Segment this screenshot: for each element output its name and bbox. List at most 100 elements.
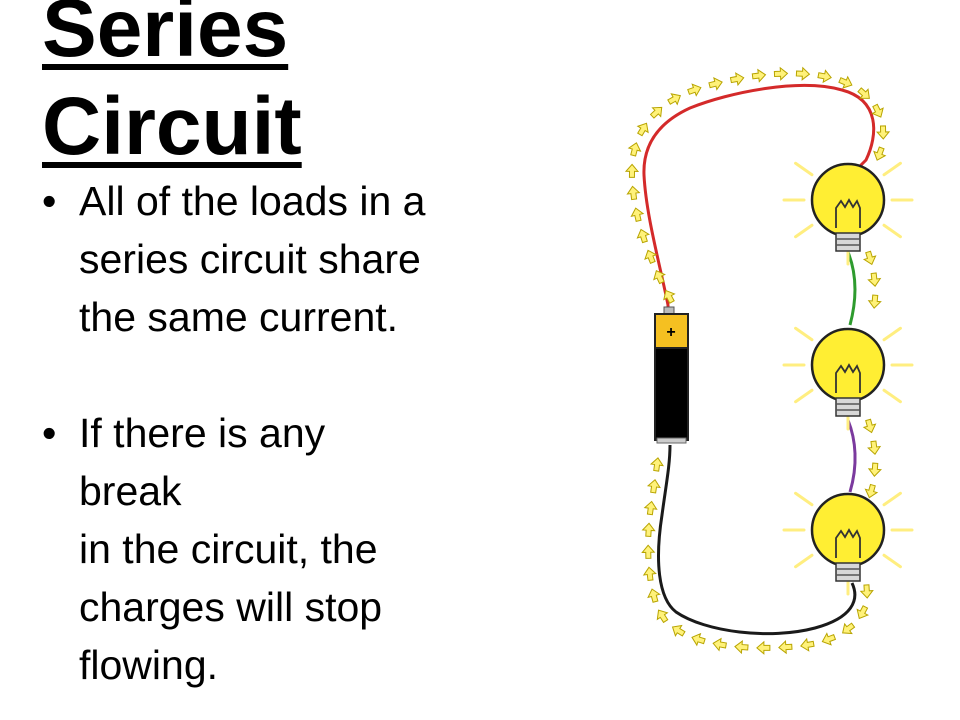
current-arrow-icon bbox=[857, 87, 870, 99]
current-arrow-icon bbox=[647, 588, 661, 603]
current-arrow-icon bbox=[626, 185, 641, 201]
bullet-line: If there is any bbox=[79, 410, 326, 456]
arrow-shape bbox=[857, 87, 870, 99]
wire-top bbox=[642, 84, 876, 315]
current-arrow-icon bbox=[800, 637, 815, 652]
light-ray bbox=[882, 326, 902, 342]
arrow-shape bbox=[649, 106, 663, 119]
arrow-shape bbox=[636, 228, 651, 244]
light-ray bbox=[882, 223, 902, 239]
current-arrow-icon bbox=[653, 270, 666, 285]
current-arrow-icon bbox=[687, 83, 702, 97]
arrow-shape bbox=[862, 418, 877, 434]
current-arrow-icon bbox=[636, 122, 649, 137]
arrow-shape bbox=[871, 103, 884, 118]
title-line-1: Series bbox=[42, 0, 289, 74]
bullet-line: in the circuit, the bbox=[79, 526, 378, 572]
arrow-shape bbox=[862, 250, 877, 266]
arrow-shape bbox=[867, 462, 882, 477]
current-arrow-icon bbox=[636, 228, 651, 244]
arrow-shape bbox=[867, 440, 882, 455]
current-arrow-icon bbox=[734, 640, 749, 655]
wire-between-bulb-2-and-3 bbox=[846, 419, 857, 493]
light-bulbs bbox=[782, 161, 914, 596]
light-ray bbox=[882, 161, 902, 177]
arrow-shape bbox=[876, 125, 891, 140]
bullet-item: • All of the loads in a series circuit s… bbox=[42, 172, 562, 346]
current-arrow-icon bbox=[646, 478, 661, 494]
bullet-list: • All of the loads in a series circuit s… bbox=[42, 172, 562, 694]
bullet-line: flowing. bbox=[79, 642, 219, 688]
light-ray bbox=[794, 388, 814, 404]
bulb-filament bbox=[835, 363, 861, 393]
current-arrow-icon bbox=[656, 609, 669, 624]
circuit-wires bbox=[642, 84, 876, 636]
current-arrow-icon bbox=[838, 75, 853, 89]
current-arrow-icon bbox=[756, 640, 771, 655]
arrow-shape bbox=[800, 637, 815, 652]
light-ray bbox=[794, 326, 814, 342]
current-arrow-icon bbox=[867, 294, 882, 309]
current-arrow-icon bbox=[862, 418, 877, 434]
wire-bottom bbox=[657, 444, 857, 636]
arrow-shape bbox=[859, 584, 874, 599]
current-arrow-icon bbox=[649, 106, 663, 119]
current-arrow-icon bbox=[712, 637, 727, 652]
current-arrow-icon bbox=[641, 522, 656, 537]
current-arrow-icon bbox=[671, 624, 686, 638]
bulb-base bbox=[835, 397, 861, 417]
arrow-shape bbox=[653, 270, 666, 285]
current-arrow-icon bbox=[817, 69, 832, 84]
arrow-shape bbox=[642, 566, 657, 582]
current-arrow-icon bbox=[876, 125, 891, 140]
current-arrow-icon bbox=[642, 566, 657, 582]
arrow-shape bbox=[821, 632, 837, 646]
arrow-shape bbox=[626, 185, 641, 201]
current-arrow-icon bbox=[751, 68, 767, 83]
current-arrow-icon bbox=[864, 483, 879, 499]
arrow-shape bbox=[817, 69, 832, 84]
current-arrow-icon bbox=[871, 103, 884, 118]
arrow-shape bbox=[751, 68, 767, 83]
light-bulb-icon bbox=[782, 491, 914, 596]
bulb-base bbox=[835, 562, 861, 582]
arrow-shape bbox=[627, 142, 642, 157]
series-circuit-diagram: + bbox=[624, 66, 914, 655]
arrow-shape bbox=[778, 640, 793, 655]
current-arrow-icon bbox=[708, 77, 723, 91]
bullet-line: series circuit share bbox=[79, 236, 421, 282]
current-arrow-icon bbox=[842, 622, 856, 635]
arrow-shape bbox=[641, 522, 656, 537]
current-arrow-icon bbox=[667, 93, 682, 106]
arrow-shape bbox=[643, 500, 658, 516]
current-arrow-icon bbox=[867, 462, 882, 477]
current-arrow-icon bbox=[630, 207, 645, 222]
arrow-shape bbox=[624, 163, 640, 178]
current-arrow-icon bbox=[729, 72, 745, 87]
current-arrow-icon bbox=[859, 584, 874, 599]
wire-between-bulb-1-and-2 bbox=[846, 251, 857, 326]
current-arrow-icon bbox=[624, 163, 640, 178]
battery-body bbox=[654, 347, 689, 441]
arrow-shape bbox=[656, 609, 669, 624]
arrow-shape bbox=[630, 207, 645, 222]
bullet-marker: • bbox=[42, 410, 57, 456]
light-ray bbox=[794, 161, 814, 177]
arrow-shape bbox=[687, 83, 702, 97]
light-ray bbox=[882, 388, 902, 404]
current-arrow-icon bbox=[873, 146, 887, 161]
arrow-shape bbox=[663, 289, 676, 304]
arrow-shape bbox=[644, 249, 658, 265]
battery-plus-label: + bbox=[666, 324, 675, 341]
light-ray bbox=[882, 491, 902, 507]
current-arrow-icon bbox=[795, 66, 811, 81]
arrow-shape bbox=[867, 294, 882, 309]
arrow-shape bbox=[842, 622, 856, 635]
current-arrow-icon bbox=[663, 289, 676, 304]
current-arrow-icon bbox=[867, 440, 882, 455]
arrow-shape bbox=[873, 146, 887, 161]
bulb-base bbox=[835, 232, 861, 252]
current-arrow-icon bbox=[862, 250, 877, 266]
bullet-line: All of the loads in a bbox=[79, 178, 426, 224]
bulb-filament bbox=[835, 528, 861, 558]
